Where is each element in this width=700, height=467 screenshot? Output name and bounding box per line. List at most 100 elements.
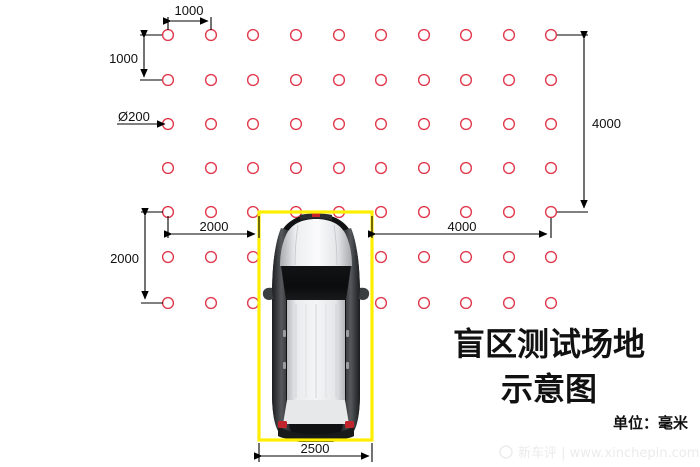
grid-marker xyxy=(502,161,516,175)
grid-marker xyxy=(289,161,303,175)
vehicle-tailgate xyxy=(283,400,349,424)
grid-marker xyxy=(374,117,388,131)
marker-grid-row xyxy=(161,161,558,175)
grid-marker xyxy=(374,296,388,310)
vehicle-windshield xyxy=(281,266,351,300)
vehicle-left-side xyxy=(272,228,293,434)
grid-marker xyxy=(332,161,346,175)
dimension-field-right-vertical: 4000 xyxy=(557,31,621,213)
grid-marker xyxy=(204,28,218,42)
grid-marker xyxy=(374,28,388,42)
grid-marker xyxy=(161,28,175,42)
diagram-title-line-2: 示意图 xyxy=(501,370,597,408)
vehicle-mirror-left xyxy=(262,287,273,300)
watermark: 新车评 | www.xinchepin.com xyxy=(499,445,699,461)
dimension-label: 4000 xyxy=(448,219,477,234)
grid-marker xyxy=(459,73,473,87)
grid-marker xyxy=(459,117,473,131)
grid-marker xyxy=(204,117,218,131)
grid-marker xyxy=(204,250,218,264)
grid-marker xyxy=(502,296,516,310)
dimension-marker-diameter: Ø200 xyxy=(117,109,166,128)
grid-marker xyxy=(374,250,388,264)
dimension-label: 1000 xyxy=(175,3,204,18)
grid-marker xyxy=(502,205,516,219)
grid-marker xyxy=(459,28,473,42)
vehicle-top-view xyxy=(262,213,370,442)
vehicle-hood-crease xyxy=(294,224,299,266)
grid-marker xyxy=(332,73,346,87)
grid-marker xyxy=(417,117,431,131)
grid-marker xyxy=(204,73,218,87)
marker-grid-row xyxy=(161,73,558,87)
dimension-field-right-horizontal: 4000 xyxy=(368,216,552,238)
grid-marker xyxy=(544,117,558,131)
grid-marker xyxy=(161,205,175,219)
dimension-label: 2000 xyxy=(200,219,229,234)
grid-marker xyxy=(246,28,260,42)
vehicle-door-handle xyxy=(346,330,349,337)
unit-note: 单位：毫米 xyxy=(613,414,689,432)
grid-marker xyxy=(246,161,260,175)
grid-marker xyxy=(459,250,473,264)
dimension-label: 2000 xyxy=(110,251,139,266)
grid-marker xyxy=(459,296,473,310)
grid-marker xyxy=(246,250,260,264)
vehicle-hood-crease xyxy=(333,224,338,266)
grid-marker xyxy=(417,205,431,219)
marker-grid xyxy=(161,28,558,310)
vehicle-front-badge xyxy=(312,213,320,217)
grid-marker xyxy=(289,73,303,87)
grid-marker xyxy=(332,117,346,131)
grid-marker xyxy=(417,296,431,310)
marker-grid-row xyxy=(161,28,558,42)
marker-grid-row xyxy=(161,250,558,264)
grid-marker xyxy=(246,205,260,219)
vehicle-hood xyxy=(280,219,352,266)
dimension-label: 1000 xyxy=(109,51,138,66)
grid-marker xyxy=(502,73,516,87)
vehicle-door-handle xyxy=(346,362,349,369)
grid-marker xyxy=(544,73,558,87)
vehicle-right-side xyxy=(339,228,360,434)
grid-marker xyxy=(544,205,558,219)
grid-marker xyxy=(161,250,175,264)
dimension-grid-pitch-y: 1000 xyxy=(109,30,162,81)
grid-marker xyxy=(417,28,431,42)
grid-marker xyxy=(204,296,218,310)
grid-marker xyxy=(246,73,260,87)
grid-marker xyxy=(502,117,516,131)
grid-marker xyxy=(161,73,175,87)
grid-marker xyxy=(289,28,303,42)
marker-grid-row xyxy=(161,117,558,131)
grid-marker xyxy=(417,73,431,87)
dimension-vehicle-left-offset: 2000 xyxy=(164,216,260,238)
grid-marker xyxy=(161,161,175,175)
grid-marker xyxy=(502,28,516,42)
grid-marker xyxy=(417,161,431,175)
dimension-vehicle-width: 2500 xyxy=(254,441,373,462)
grid-marker xyxy=(459,205,473,219)
vehicle-bounding-box xyxy=(257,210,374,442)
vehicle-door-handle xyxy=(283,330,286,337)
grid-marker xyxy=(246,117,260,131)
vehicle-taillight-right xyxy=(345,421,354,428)
watermark-logo-icon xyxy=(499,445,513,459)
grid-marker xyxy=(544,296,558,310)
grid-marker xyxy=(246,296,260,310)
grid-marker xyxy=(374,161,388,175)
grid-marker xyxy=(374,73,388,87)
grid-marker xyxy=(161,296,175,310)
dimension-vehicle-left-vertical: 2000 xyxy=(110,208,163,304)
grid-marker xyxy=(289,117,303,131)
dimension-label: 2500 xyxy=(301,441,330,456)
dimension-grid-pitch-x: 1000 xyxy=(163,3,212,30)
vehicle-taillight-left xyxy=(278,421,287,428)
dimension-label: Ø200 xyxy=(118,109,150,124)
grid-marker xyxy=(502,250,516,264)
grid-marker xyxy=(417,250,431,264)
grid-marker xyxy=(374,205,388,219)
grid-marker xyxy=(332,28,346,42)
grid-marker xyxy=(544,161,558,175)
